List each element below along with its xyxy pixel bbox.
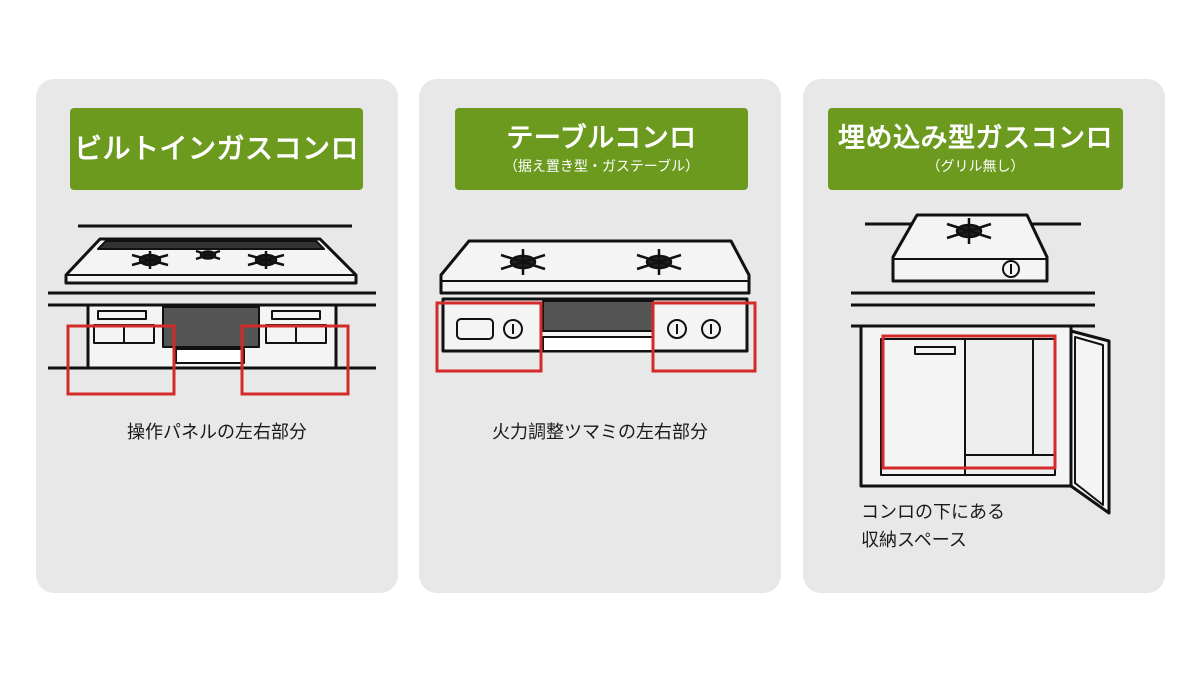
caption-line: 収納スペース — [861, 530, 967, 551]
highlight-boxes — [66, 324, 350, 396]
card-caption: 火力調整ツマミの左右部分 — [419, 419, 781, 447]
builtin-stove-illustration — [48, 224, 376, 396]
card-label: テーブルコンロ （据え置き型・ガステーブル） — [455, 108, 748, 190]
card-title: 埋め込み型ガスコンロ — [838, 123, 1113, 154]
card-label: 埋め込み型ガスコンロ （グリル無し） — [828, 108, 1123, 190]
card-label: ビルトインガスコンロ — [70, 108, 363, 190]
card-caption: コンロの下にある 収納スペース — [861, 499, 1005, 555]
table-stove-illustration — [435, 239, 757, 373]
card-subtitle: （据え置き型・ガステーブル） — [503, 159, 700, 175]
card-title: テーブルコンロ — [506, 123, 697, 154]
caption-line: コンロの下にある — [861, 502, 1005, 523]
drop-in-stove-illustration — [851, 213, 1111, 515]
highlight-boxes — [881, 334, 1057, 470]
card-caption: 操作パネルの左右部分 — [36, 419, 398, 447]
caption-line: 操作パネルの左右部分 — [127, 422, 307, 443]
card-drop-in-stove: 埋め込み型ガスコンロ （グリル無し） — [803, 79, 1165, 593]
caption-line: 火力調整ツマミの左右部分 — [492, 422, 708, 443]
card-subtitle: （グリル無し） — [926, 159, 1025, 175]
card-builtin-stove: ビルトインガスコンロ — [36, 79, 398, 593]
card-title: ビルトインガスコンロ — [73, 132, 359, 165]
card-table-stove: テーブルコンロ （据え置き型・ガステーブル） — [419, 79, 781, 593]
highlight-boxes — [435, 301, 757, 373]
